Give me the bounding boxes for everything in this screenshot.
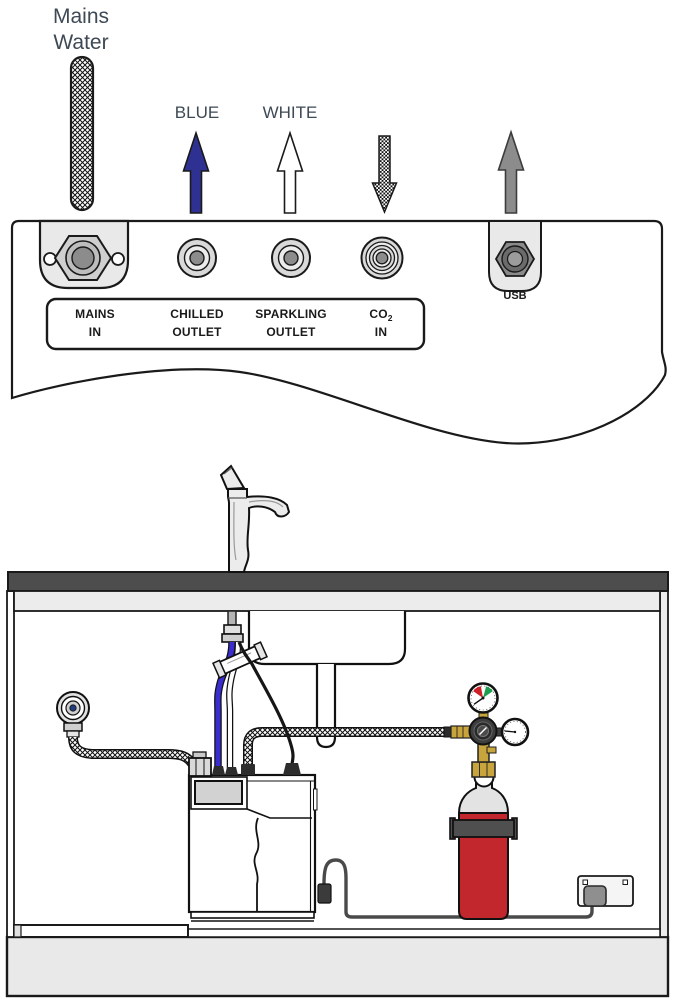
sensor-cable xyxy=(237,641,295,765)
sink xyxy=(247,611,407,666)
co2-label-subscript: 2 xyxy=(388,313,393,323)
mains-hose xyxy=(68,736,212,777)
socket-screw-right xyxy=(622,879,628,885)
gauge-red-zone xyxy=(473,686,483,698)
co2-in-port xyxy=(360,236,404,280)
blue-tube-connector xyxy=(212,766,225,775)
valve-center-dot xyxy=(69,704,77,712)
unit-power-plug xyxy=(317,883,332,904)
counter-underside xyxy=(13,590,661,612)
chiller-base xyxy=(190,911,315,919)
tap-connections xyxy=(212,610,301,775)
chilled-outlet-label-line1: CHILLED xyxy=(170,307,224,321)
white-arrow-label: WHITE xyxy=(263,103,318,122)
chiller-front-seam xyxy=(253,817,260,912)
mains-in-label-line2: IN xyxy=(89,325,101,339)
co2-hose-connector xyxy=(241,764,255,775)
tap-shank xyxy=(227,610,237,626)
pressure-gauge-primary xyxy=(467,682,499,714)
pressure-gauge-secondary xyxy=(500,717,530,747)
cable-connector xyxy=(283,763,301,775)
co2-regulator xyxy=(443,682,530,778)
stop-valve xyxy=(56,691,90,738)
plinth xyxy=(5,935,670,998)
cylinder-body xyxy=(458,812,509,920)
sparkling-outlet-label-line1: SPARKLING xyxy=(255,307,327,321)
socket-screw-left xyxy=(582,879,588,885)
sparkling-outlet-label-line2: OUTLET xyxy=(266,325,316,339)
blue-arrow xyxy=(182,130,210,214)
tap-body xyxy=(227,488,291,573)
gauge-green-zone xyxy=(483,686,493,698)
mains-in-port xyxy=(71,246,95,270)
cabinet-left-wall xyxy=(6,590,15,938)
usb-port xyxy=(488,220,542,292)
co2-down-arrow xyxy=(371,135,398,214)
white-arrow xyxy=(276,130,304,214)
mains-water-label-line1: Mains xyxy=(53,5,109,28)
mains-hose-nut xyxy=(188,757,212,777)
countertop xyxy=(7,571,669,592)
co2-hose xyxy=(243,727,445,765)
regulator-hex-nut xyxy=(471,761,496,778)
blue-arrow-label: BLUE xyxy=(175,103,219,122)
sparkling-outlet-port xyxy=(271,238,311,278)
chiller-front-panel xyxy=(194,780,243,805)
co2-cylinder xyxy=(449,766,518,920)
gauge2-needle xyxy=(504,730,516,733)
chilled-outlet-label-line2: OUTLET xyxy=(172,325,222,339)
chiller-unit xyxy=(187,773,318,922)
power-socket xyxy=(577,875,634,907)
co2-in-label-line2: IN xyxy=(375,325,387,339)
bracket-hole-right xyxy=(111,252,125,266)
cabinet-right-wall xyxy=(659,590,669,938)
tap-shank-nut xyxy=(221,633,244,643)
drain-pipe xyxy=(315,664,337,749)
power-cord xyxy=(322,858,594,919)
co2-in-label-line1: CO2 xyxy=(369,307,392,323)
co2-label-prefix: CO xyxy=(369,307,387,321)
inline-fitting xyxy=(212,641,268,679)
mains-water-label: Mains Water xyxy=(53,5,109,54)
mains-water-hose xyxy=(69,55,95,212)
tap-lever xyxy=(219,464,246,491)
mains-water-label-line2: Water xyxy=(53,31,108,54)
usb-up-arrow xyxy=(497,129,525,214)
gauge-needle xyxy=(473,697,484,705)
power-plug xyxy=(583,885,607,907)
labels-box: MAINS IN CHILLED OUTLET SPARKLING OUTLET… xyxy=(45,297,426,351)
usb-label: USB xyxy=(503,290,526,302)
cabinet-floor xyxy=(13,924,661,938)
white-tube-connector xyxy=(225,767,238,775)
bracket-hole-left xyxy=(43,252,57,266)
tap xyxy=(219,464,291,573)
chilled-outlet-port xyxy=(177,238,217,278)
mains-in-bracket xyxy=(38,219,130,290)
cylinder-clamp xyxy=(452,819,515,838)
mains-in-label-line1: MAINS xyxy=(75,307,115,321)
